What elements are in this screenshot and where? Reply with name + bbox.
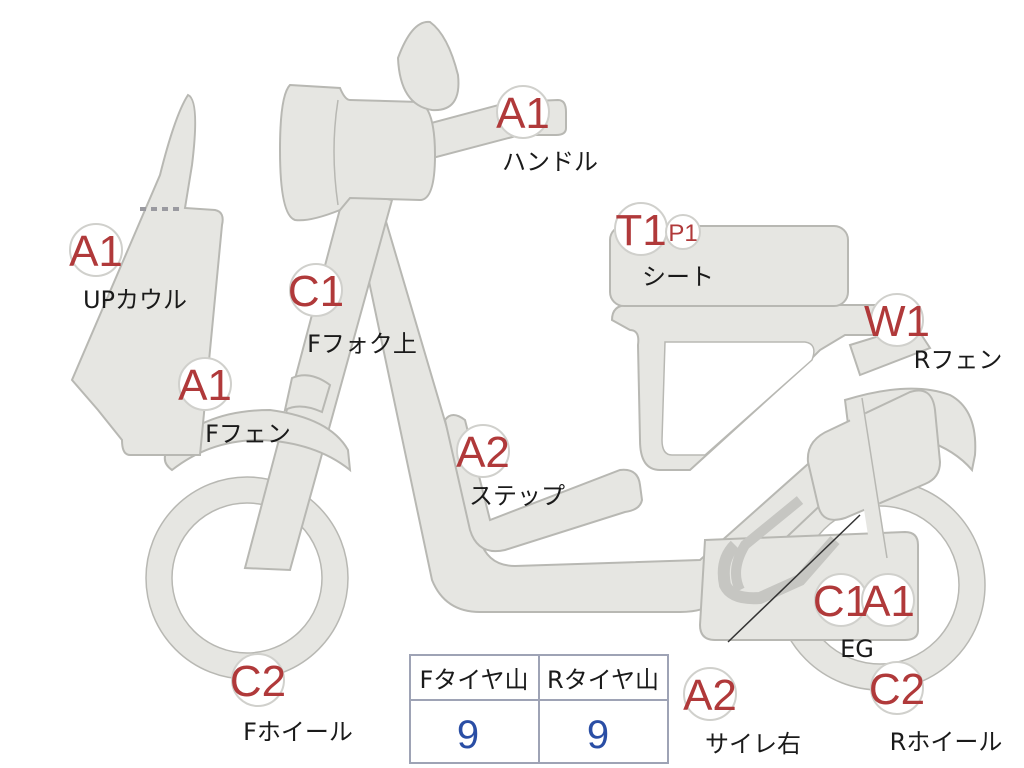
grade-label: A1 [496,89,550,138]
grade-label: C1 [813,577,869,626]
rear-tire-header: Rタイヤ山 [547,666,659,694]
grade-label: W1 [864,297,930,346]
part-label: Rホイール [890,728,1003,756]
silencer-leader-line [727,514,861,643]
front-tire-header: Fタイヤ山 [419,666,528,694]
front-tire-value: 9 [457,713,479,757]
part-label: ハンドル [502,148,598,176]
silencer [806,389,942,521]
up-cowl [70,93,224,456]
tire-tread-table: Fタイヤ山 Rタイヤ山 9 9 [409,654,669,764]
part-label: UPカウル [83,286,187,314]
part-label: Fフェン [205,420,291,448]
seat [609,225,849,307]
part-label: サイレ右 [705,730,801,758]
rear-tire-value: 9 [587,713,609,757]
part-label: Rフェン [914,346,1003,374]
mark-silencer-right: A2 サイレ右 [683,667,801,758]
grade-label: A2 [683,671,737,720]
grade-label: C2 [230,657,286,706]
grade-label: T1 [615,206,666,255]
mark-step: A2 ステップ [456,424,565,510]
grade-label: C1 [288,267,344,316]
part-label: ステップ [469,482,565,510]
headlight-housing [278,83,437,222]
mark-up-cowl: A1 UPカウル [69,223,187,314]
part-label: Fフォク上 [307,330,417,358]
front-wheel [146,477,348,679]
part-label: Fホイール [243,718,353,746]
mark-engine: C1 A1 EG [813,573,915,663]
grade-label: C2 [869,665,925,714]
grade-label: A1 [69,227,123,276]
mirror [396,20,460,112]
part-label: EG [840,635,874,663]
mark-r-fender: W1 Rフェン [864,293,1003,374]
grade-label: A1 [178,361,232,410]
front-fender [163,408,352,473]
mark-handle: A1 ハンドル [496,85,598,176]
mark-f-fender: A1 Fフェン [178,357,291,448]
mark-f-wheel: C2 Fホイール [230,653,353,746]
mark-f-fork-upper: C1 Fフォク上 [288,263,417,358]
footboard [443,414,644,552]
grade-label: A2 [456,428,510,477]
grade-label-secondary: A1 [861,577,915,626]
grade-label-secondary: P1 [668,220,697,247]
mark-seat: T1 P1 シート [614,202,714,291]
mark-r-wheel: C2 Rホイール [869,661,1003,756]
part-label: シート [642,263,714,291]
